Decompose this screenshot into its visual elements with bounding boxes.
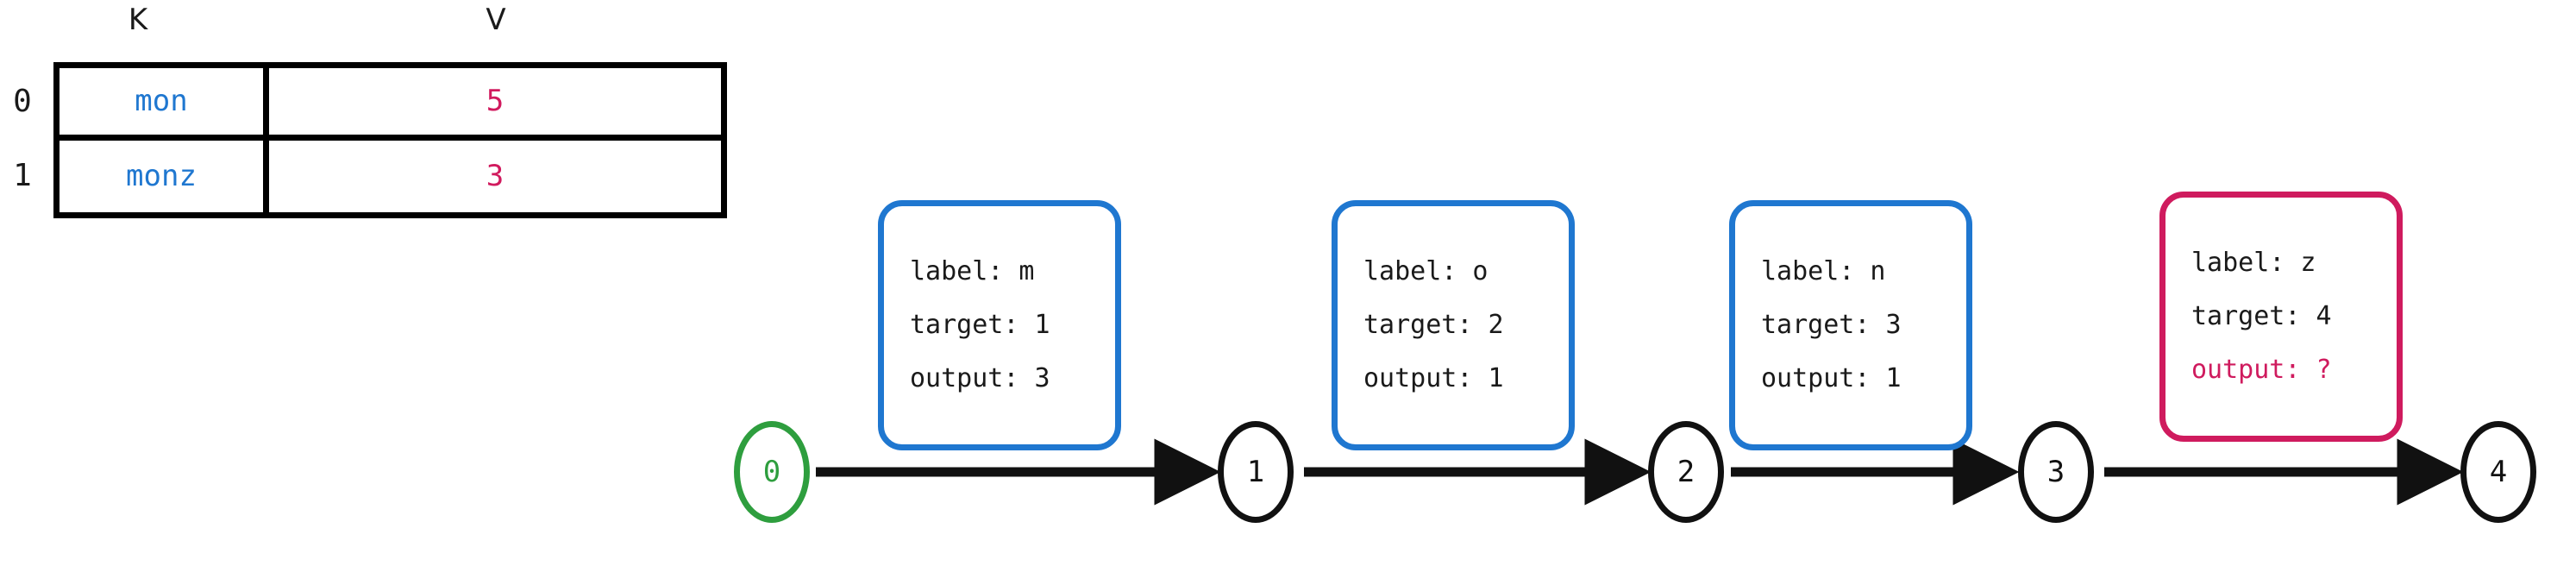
graph-node-1[interactable]: 1 bbox=[1218, 421, 1294, 523]
graph-node-0[interactable]: 0 bbox=[734, 421, 810, 523]
step-box-2[interactable]: label: n target: 3 output: 1 bbox=[1729, 200, 1972, 450]
table-cell-key-1: monz bbox=[60, 140, 269, 212]
graph-node-2-label: 2 bbox=[1677, 455, 1695, 489]
step-box-1-label: label: o bbox=[1363, 256, 1489, 286]
step-box-3-output: output: ? bbox=[2191, 355, 2332, 385]
step-box-0-label: label: m bbox=[910, 256, 1035, 286]
step-box-1-target: target: 2 bbox=[1363, 310, 1504, 340]
table-cell-value-1: 3 bbox=[486, 159, 505, 194]
step-box-1[interactable]: label: o target: 2 output: 1 bbox=[1332, 200, 1575, 450]
table-row-index-0: 0 bbox=[13, 84, 32, 119]
graph-node-3[interactable]: 3 bbox=[2018, 421, 2094, 523]
graph-node-3-label: 3 bbox=[2046, 455, 2065, 489]
table-cell-key-0: mon bbox=[60, 68, 269, 141]
step-box-3-label: label: z bbox=[2191, 248, 2316, 278]
step-box-2-label: label: n bbox=[1761, 256, 1886, 286]
table-row-index-1: 1 bbox=[13, 158, 32, 193]
step-box-3-target: target: 4 bbox=[2191, 301, 2332, 331]
step-box-0-output: output: 3 bbox=[910, 363, 1050, 393]
graph-node-0-label: 0 bbox=[762, 455, 781, 489]
graph-node-1-label: 1 bbox=[1246, 455, 1265, 489]
key-value-table: K V 0 1 mon 5 monz 3 bbox=[0, 0, 776, 242]
step-box-0-target: target: 1 bbox=[910, 310, 1050, 340]
table-cell-value-0: 5 bbox=[269, 68, 721, 141]
graph-node-4[interactable]: 4 bbox=[2460, 421, 2536, 523]
step-box-0[interactable]: label: m target: 1 output: 3 bbox=[878, 200, 1121, 450]
table-column-header-v: V bbox=[486, 3, 506, 37]
step-box-1-output: output: 1 bbox=[1363, 363, 1504, 393]
step-box-2-target: target: 3 bbox=[1761, 310, 1902, 340]
step-box-2-output: output: 1 bbox=[1761, 363, 1902, 393]
table-column-header-k: K bbox=[128, 3, 148, 37]
step-box-3[interactable]: label: z target: 4 output: ? bbox=[2159, 192, 2403, 442]
table-grid: mon 5 monz 3 bbox=[53, 62, 727, 218]
graph-node-4-label: 4 bbox=[2489, 455, 2508, 489]
graph-node-2[interactable]: 2 bbox=[1648, 421, 1724, 523]
